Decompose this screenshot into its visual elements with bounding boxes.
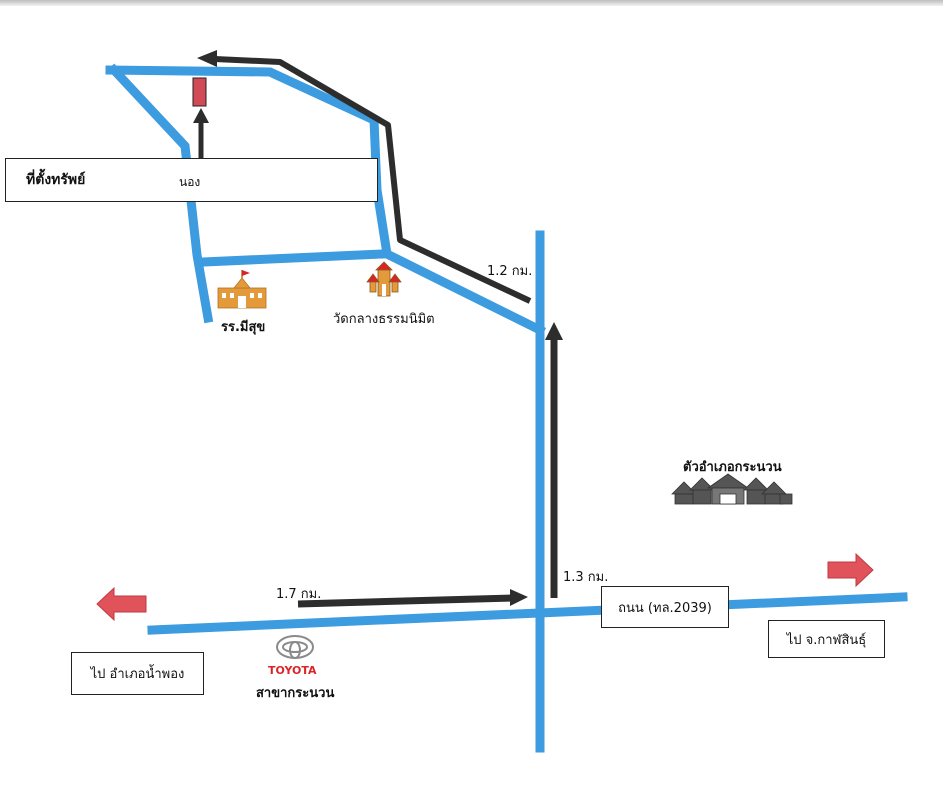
- east-destination-box: ไป จ.กาฬสินธุ์: [768, 620, 885, 658]
- toyota-logo: [276, 635, 314, 659]
- route-arrow-1-head: [510, 589, 528, 606]
- west-destination-box: ไป อำเภอน้ำพอง: [71, 652, 204, 695]
- east-direction-arrow: [827, 552, 874, 588]
- top-shadow: [0, 0, 943, 6]
- toyota-branch-label: สาขากระนวน: [256, 686, 335, 701]
- property-banner: ที่ตั้งทรัพย์ นอง: [5, 158, 378, 202]
- route-arrow-2-head: [545, 322, 563, 340]
- distance-label-2: 1.3 กม.: [563, 570, 609, 585]
- temple-road: [105, 65, 547, 337]
- property-arrow-head: [193, 108, 209, 123]
- route-arrow-3-head: [197, 50, 217, 67]
- distance-label-1: 1.7 กม.: [276, 587, 322, 602]
- road-name: ถนน (ทล.2039): [618, 600, 712, 616]
- property-marker: [192, 77, 207, 107]
- property-label: ที่ตั้งทรัพย์: [26, 172, 86, 188]
- route-arrow-1: [297, 594, 513, 608]
- distance-label-3: 1.2 กม.: [487, 264, 533, 279]
- route-arrows: [193, 50, 563, 608]
- roads: [105, 63, 908, 753]
- school-icon: [217, 270, 267, 309]
- houses-icon: [671, 473, 793, 505]
- direction-arrows: [96, 552, 874, 622]
- main-road-horizontal: [147, 592, 908, 635]
- temple-label: วัดกลางธรรมนิมิต: [333, 312, 435, 327]
- connector-road: [198, 249, 388, 267]
- property-note: นอง: [179, 175, 201, 189]
- toyota-brand: TOYOTA: [268, 664, 317, 677]
- district-label: ตัวอำเภอกระนวน: [683, 460, 782, 475]
- west-destination: ไป อำเภอน้ำพอง: [90, 667, 185, 682]
- west-direction-arrow: [96, 586, 147, 622]
- road-name-box: ถนน (ทล.2039): [601, 586, 729, 628]
- school-label: รร.มีสุข: [221, 320, 266, 335]
- route-arrow-3: [214, 56, 532, 304]
- temple-icon: [366, 261, 402, 297]
- east-destination: ไป จ.กาฬสินธุ์: [786, 632, 867, 648]
